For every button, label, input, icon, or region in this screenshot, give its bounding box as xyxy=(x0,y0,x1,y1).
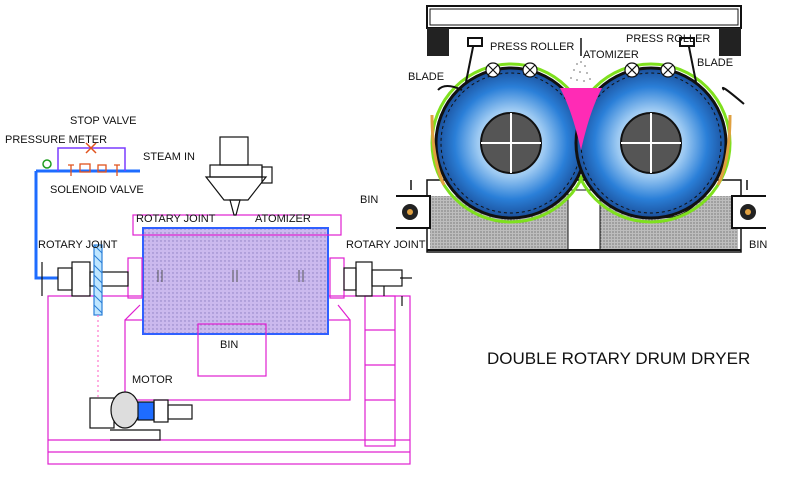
press-roller-right-label: PRESS ROLLER xyxy=(626,33,710,45)
drum-right xyxy=(574,66,728,220)
rotary-joint-top-label: ROTARY JOINT xyxy=(136,213,216,225)
stop-valve-label: STOP VALVE xyxy=(70,115,136,127)
blades xyxy=(437,85,745,105)
atomizer-hopper xyxy=(204,136,273,216)
atomizer-front-label: ATOMIZER xyxy=(583,49,639,61)
drum-body xyxy=(142,227,329,335)
solenoid-valve xyxy=(68,163,120,176)
front-view xyxy=(396,5,766,253)
product-nip xyxy=(560,88,602,150)
rotary-joint-right-label: ROTARY JOINT xyxy=(346,239,426,251)
motor-unit xyxy=(89,391,193,441)
drum-left xyxy=(434,66,588,220)
bin-right xyxy=(731,180,766,229)
solenoid-valve-label: SOLENOID VALVE xyxy=(50,184,144,196)
gear-wheel xyxy=(93,244,103,400)
rotary-joint-right xyxy=(343,261,412,306)
blade-left-label: BLADE xyxy=(408,71,444,83)
motor-label: MOTOR xyxy=(132,374,173,386)
pressure-meter-icon xyxy=(42,159,52,169)
side-view xyxy=(34,136,412,465)
steam-in-label: STEAM IN xyxy=(143,151,195,163)
bin-side-label: BIN xyxy=(220,339,238,351)
pressure-meter-label: PRESSURE METER xyxy=(5,134,107,146)
diagram-title: DOUBLE ROTARY DRUM DRYER xyxy=(487,349,750,368)
press-roller-arms xyxy=(465,37,697,83)
stop-valve xyxy=(85,142,97,154)
bin-box xyxy=(197,323,267,377)
rotary-joint-left-label: ROTARY JOINT xyxy=(38,239,118,251)
rotary-joint-left xyxy=(41,261,129,297)
blade-right-label: BLADE xyxy=(697,57,733,69)
atomizer-spray xyxy=(570,61,591,82)
press-roller-icons xyxy=(485,62,676,78)
steam-pipe xyxy=(34,147,140,280)
bin-right-label: BIN xyxy=(749,239,767,251)
drum-markings xyxy=(157,270,304,282)
top-beam xyxy=(426,5,742,29)
bin-left-label: BIN xyxy=(360,194,378,206)
press-roller-left-label: PRESS ROLLER xyxy=(490,41,574,53)
atomizer-side-label: ATOMIZER xyxy=(255,213,311,225)
bin-left xyxy=(396,180,431,229)
